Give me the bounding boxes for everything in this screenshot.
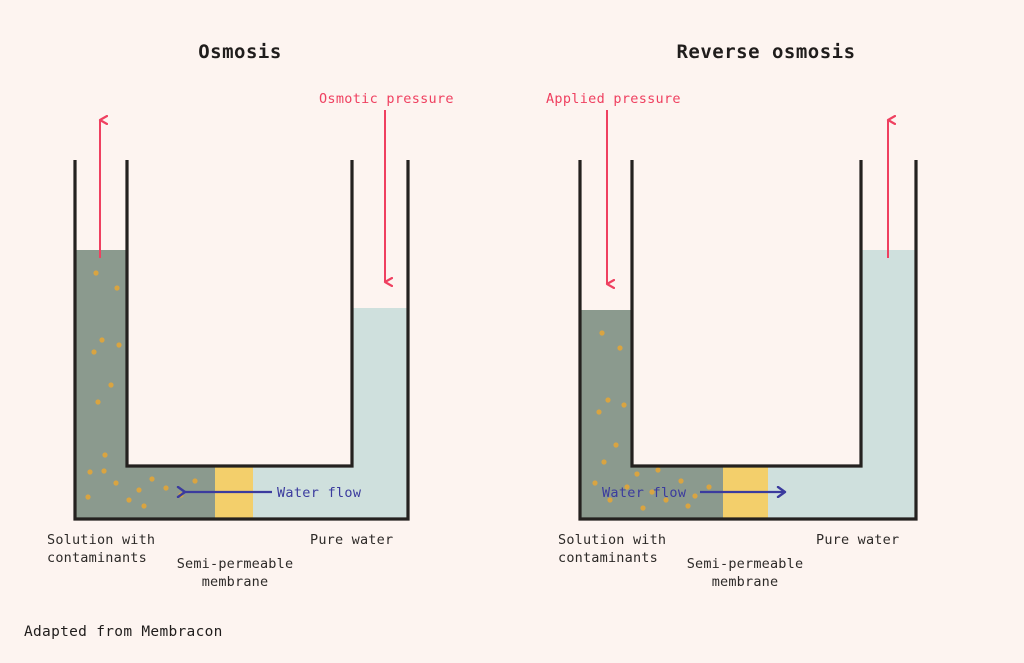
contaminant-dot <box>192 478 198 484</box>
u-tube-outer-wall-reverse <box>578 160 918 521</box>
contaminant-dot <box>592 480 598 486</box>
membrane-label-osmosis: Semi-permeable membrane <box>150 555 320 591</box>
contaminant-dot <box>149 476 155 482</box>
contaminant-dot <box>634 471 640 477</box>
contaminant-dot <box>706 484 712 490</box>
panel-osmosis-vessel <box>73 110 410 521</box>
left-label-reverse-osmosis-line1: Solution with <box>558 532 667 548</box>
contaminant-dot <box>101 468 107 474</box>
contaminant-dot <box>601 459 607 465</box>
left-label-osmosis-line2: contaminants <box>47 550 147 566</box>
pure-water-bottom-osmosis <box>253 466 408 519</box>
contaminant-dot <box>640 505 646 511</box>
contaminant-dot <box>99 337 105 343</box>
contaminant-dot <box>126 497 132 503</box>
contaminant-dot <box>607 497 613 503</box>
left-label-osmosis-line1: Solution with <box>47 532 156 548</box>
membrane-label-reverse-osmosis-line1: Semi-permeable <box>686 556 804 572</box>
pressure-label-osmosis: Osmotic pressure <box>319 91 454 107</box>
membrane-osmosis <box>215 466 253 519</box>
membrane-label-reverse-osmosis-line2: membrane <box>711 574 779 590</box>
contaminant-dot <box>605 397 611 403</box>
contaminant-dot <box>114 285 120 291</box>
contaminant-dot <box>613 442 619 448</box>
membrane-label-osmosis-line2: membrane <box>201 574 269 590</box>
left-label-reverse-osmosis: Solution with contaminants <box>558 531 666 567</box>
membrane-label-reverse-osmosis: Semi-permeable membrane <box>660 555 830 591</box>
contaminant-dot <box>141 503 147 509</box>
contaminant-dot <box>163 485 169 491</box>
u-tube-inner-wall-reverse <box>630 160 863 468</box>
flow-label-reverse-osmosis: Water flow <box>602 485 687 501</box>
contaminant-dot <box>624 484 630 490</box>
u-tube-inner-wall-osmosis <box>125 160 354 468</box>
panel-title-reverse-osmosis: Reverse osmosis <box>676 41 856 63</box>
panel-reverse-osmosis-vessel <box>578 110 918 521</box>
contaminant-dot <box>655 467 661 473</box>
contaminant-dot <box>102 452 108 458</box>
contaminant-dot <box>136 487 142 493</box>
panel-title-osmosis: Osmosis <box>198 41 282 63</box>
solution-fill-osmosis <box>75 250 235 519</box>
footer-attribution: Adapted from Membracon <box>24 624 223 640</box>
contaminant-dot <box>87 469 93 475</box>
left-label-reverse-osmosis-line2: contaminants <box>558 550 658 566</box>
contaminant-dot <box>685 503 691 509</box>
pure-water-fill-reverse <box>768 250 916 519</box>
contaminant-dot <box>678 478 684 484</box>
contaminant-dot <box>108 382 114 388</box>
right-label-osmosis: Pure water <box>310 532 394 548</box>
contaminant-dot <box>178 492 184 498</box>
contaminant-dot <box>596 409 602 415</box>
contaminant-dots-reverse <box>592 330 712 511</box>
contaminant-dot <box>93 270 99 276</box>
contaminant-dot <box>621 402 627 408</box>
pressure-label-reverse-osmosis: Applied pressure <box>546 91 681 107</box>
contaminant-dot <box>649 489 655 495</box>
right-label-reverse-osmosis: Pure water <box>816 532 900 548</box>
contaminant-dot <box>91 349 97 355</box>
membrane-label-osmosis-line1: Semi-permeable <box>176 556 294 572</box>
contaminant-dot <box>85 494 91 500</box>
contaminant-dot <box>599 330 605 336</box>
contaminant-dot <box>617 345 623 351</box>
flow-label-osmosis: Water flow <box>277 485 362 501</box>
membrane-reverse <box>723 466 768 519</box>
u-tube-outer-wall-osmosis <box>73 160 410 521</box>
panel-osmosis-liquids <box>75 250 408 519</box>
left-label-osmosis: Solution with contaminants <box>47 531 155 567</box>
contaminant-dot <box>95 399 101 405</box>
contaminant-dot <box>113 480 119 486</box>
contaminant-dot <box>116 342 122 348</box>
contaminant-dot <box>663 497 669 503</box>
contaminant-dot <box>692 493 698 499</box>
